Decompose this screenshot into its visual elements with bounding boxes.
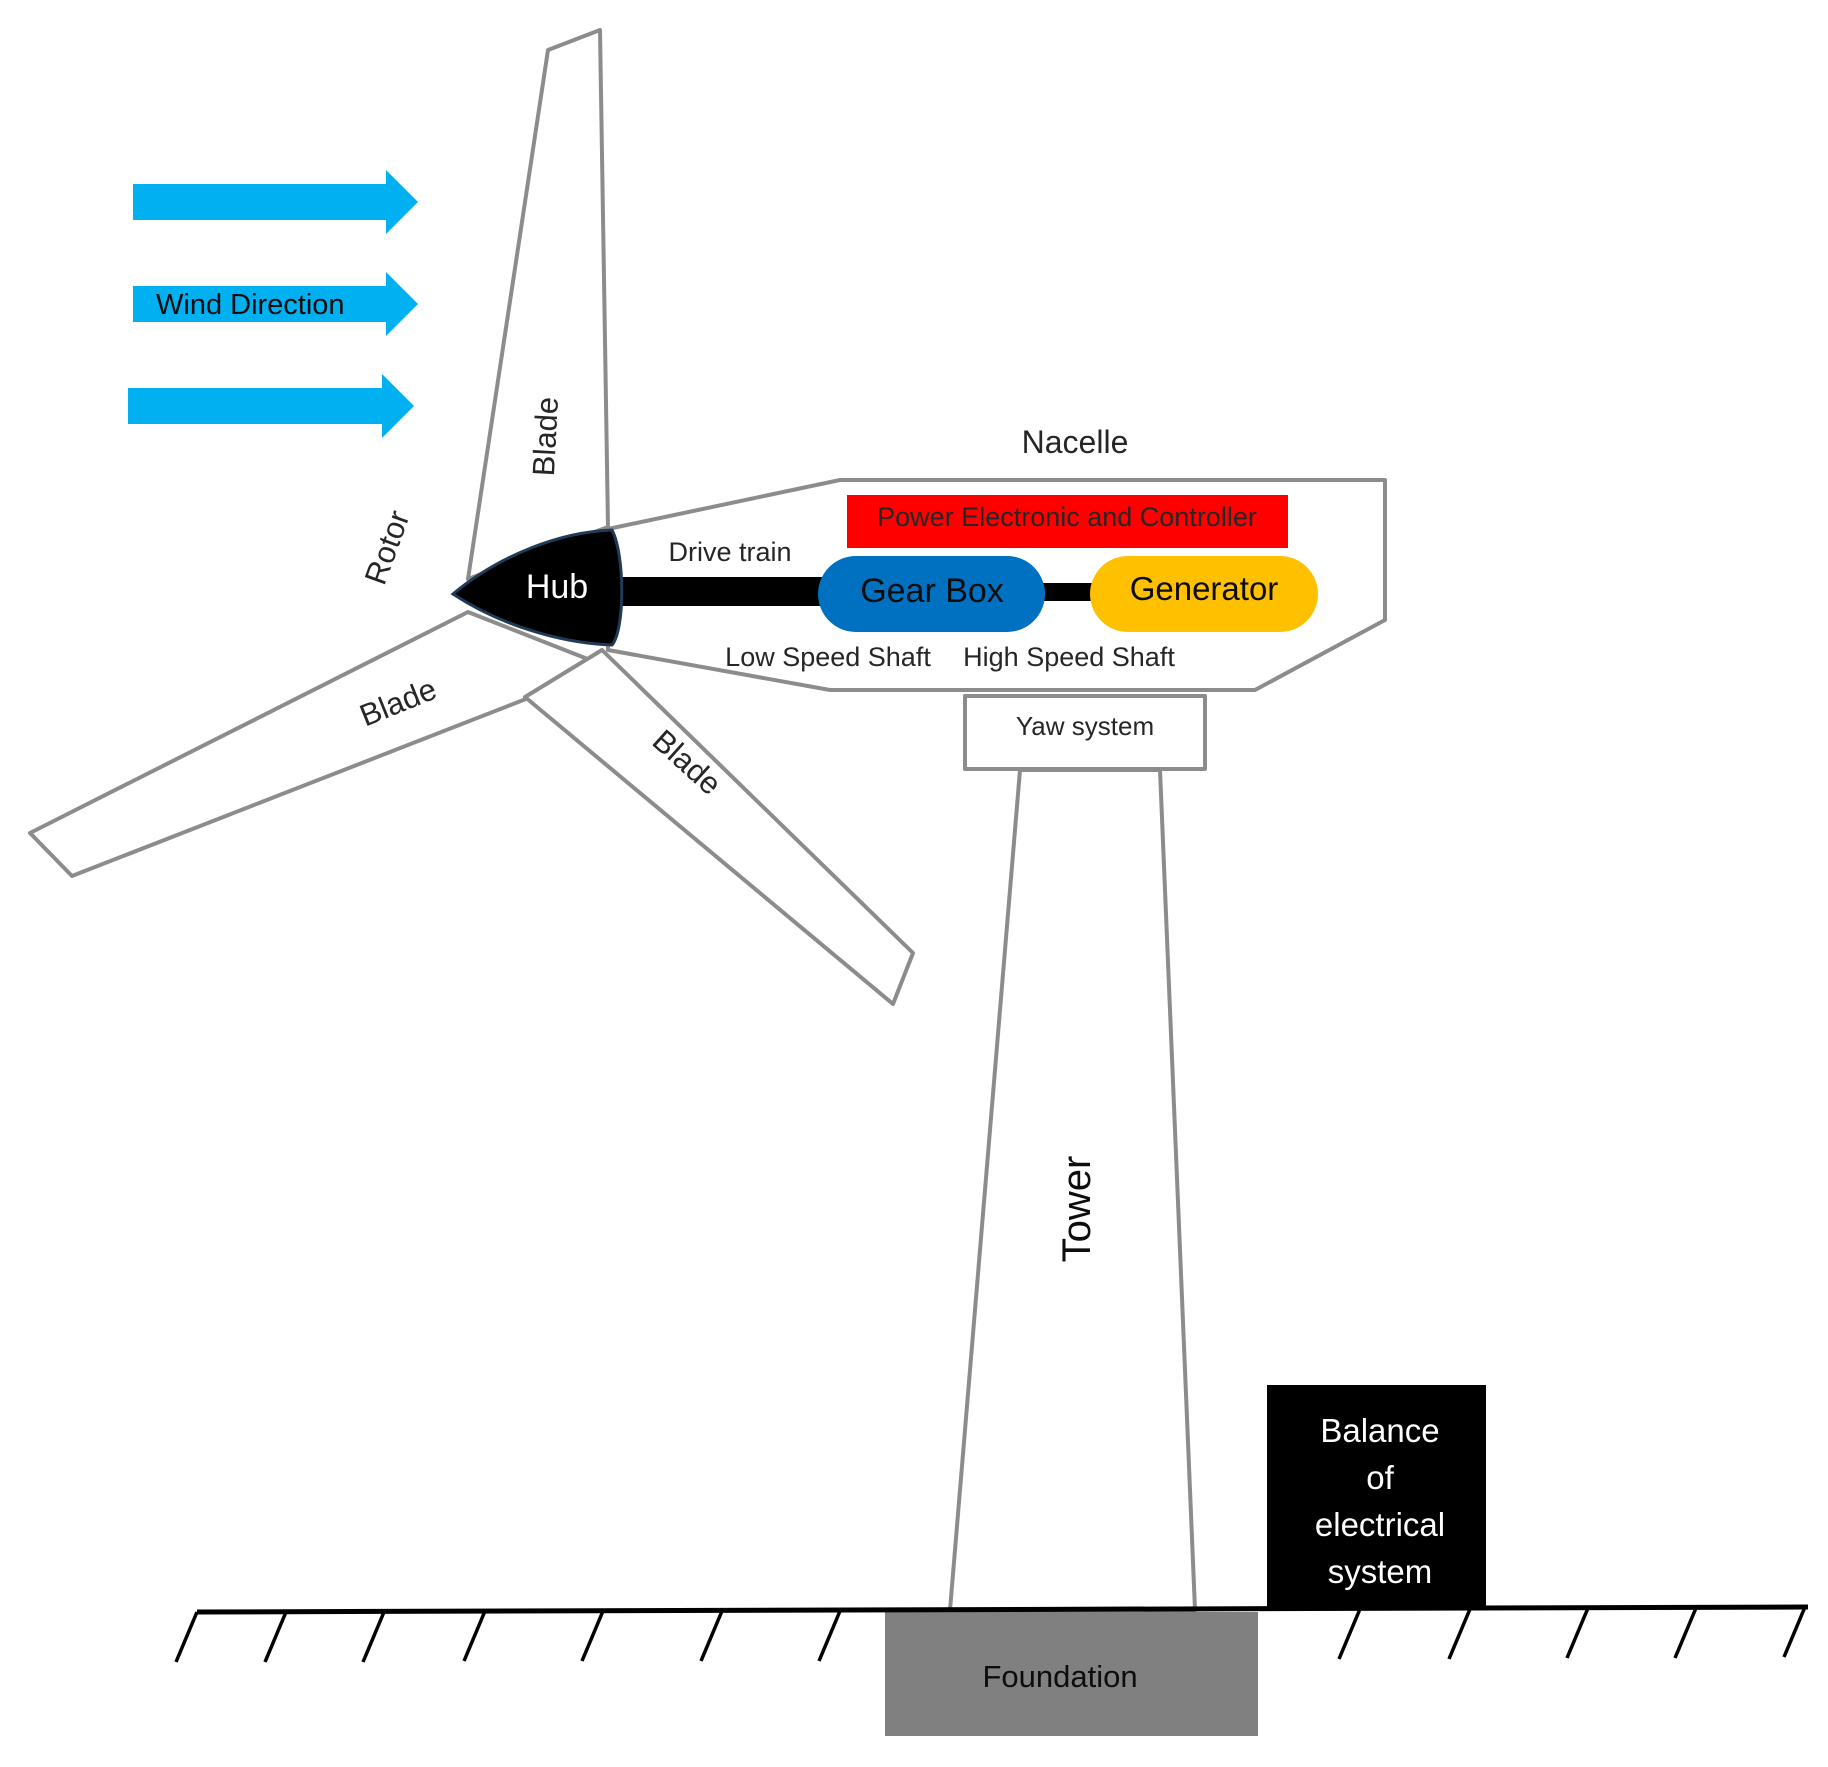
- balance-label-line3: electrical: [1315, 1506, 1445, 1543]
- balance-label-line4: system: [1328, 1553, 1433, 1590]
- wind-arrow-middle: [133, 272, 418, 336]
- power-electronic-controller-label: Power Electronic and Controller: [877, 502, 1257, 532]
- gear-box: [818, 556, 1045, 632]
- ground-hatching: [174, 1606, 1807, 1663]
- foundation-label: Foundation: [982, 1659, 1137, 1694]
- wind-arrow-bottom: [128, 374, 414, 438]
- high-speed-shaft-bar: [1040, 583, 1095, 601]
- nacelle-label: Nacelle: [1022, 424, 1129, 460]
- drive-train-shaft: [600, 577, 850, 606]
- wind-arrows: [128, 170, 418, 438]
- wind-arrow-top: [133, 170, 418, 234]
- blade-top-label: Blade: [526, 396, 565, 477]
- blade-left: [28, 610, 610, 878]
- blade-lower: [523, 648, 915, 1006]
- ground-line: [196, 1604, 1809, 1615]
- blade-top: [466, 28, 610, 581]
- drive-train-label: Drive train: [668, 537, 791, 567]
- hub: [450, 528, 624, 647]
- foundation-block: [885, 1612, 1258, 1736]
- balance-electrical-system-box: [1267, 1385, 1486, 1608]
- balance-label-line2: of: [1366, 1459, 1394, 1496]
- generator: [1090, 556, 1318, 632]
- high-speed-shaft-label: High Speed Shaft: [963, 642, 1175, 672]
- wind-direction-label: Wind Direction: [156, 289, 345, 321]
- tower-label: Tower: [1055, 1156, 1099, 1263]
- hub-label: Hub: [526, 568, 588, 606]
- low-speed-shaft-label: Low Speed Shaft: [725, 642, 931, 672]
- balance-label-line1: Balance: [1320, 1412, 1439, 1449]
- gear-box-label: Gear Box: [860, 572, 1004, 610]
- rotor-label: Rotor: [358, 506, 417, 589]
- power-electronic-controller-box: [847, 495, 1288, 548]
- generator-label: Generator: [1130, 570, 1279, 607]
- yaw-system-box: [963, 694, 1207, 771]
- yaw-system-label: Yaw system: [1016, 711, 1154, 741]
